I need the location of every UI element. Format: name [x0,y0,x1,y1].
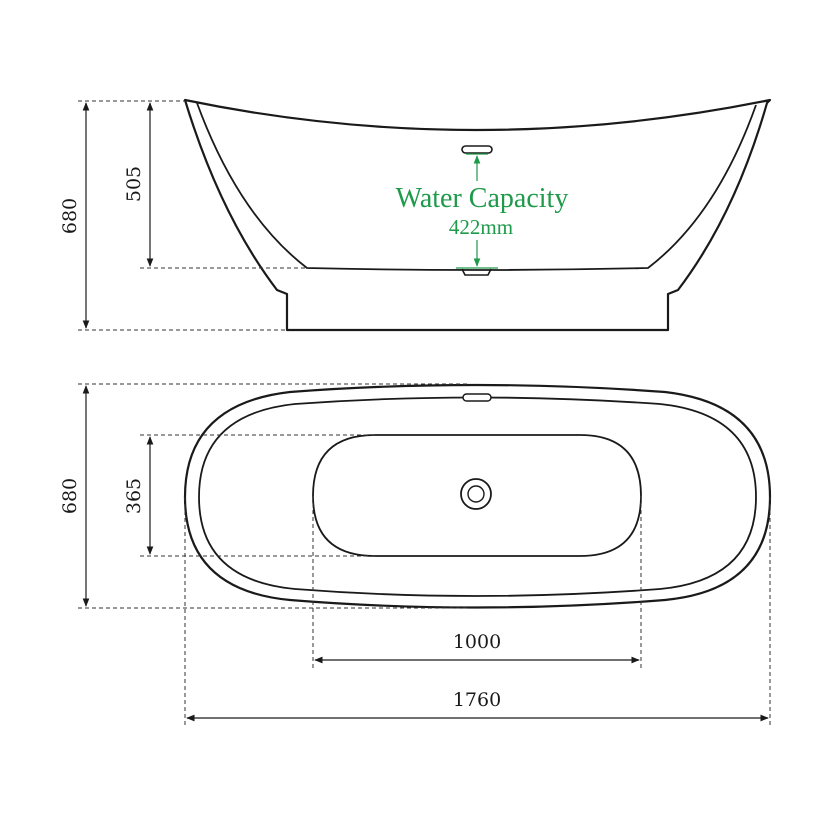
tub-top-inner-rim [198,396,757,597]
drain-side [461,268,492,276]
drain-top-inner [467,485,485,503]
dim-label-top-width: 680 [59,478,81,514]
dim-label-basin-width: 365 [123,478,145,514]
overflow-slot [461,145,493,154]
tub-top-basin [312,434,642,557]
dim-label-water-depth: 505 [123,166,145,202]
dim-label-total-length: 1760 [453,689,501,711]
tub-inner-wall [196,102,757,271]
tub-side-outline [183,98,772,332]
side-view: 680 505 Water Capacity 422mm [59,98,772,332]
dim-label-basin-length: 1000 [453,631,501,653]
capacity-value: 422mm [449,215,513,239]
overflow-top [462,393,492,402]
capacity-label: Water Capacity [396,183,569,214]
dim-label-side-height: 680 [59,198,81,234]
top-view: 680 365 1000 1760 [59,383,772,725]
tub-top-outer-rim [183,383,772,609]
